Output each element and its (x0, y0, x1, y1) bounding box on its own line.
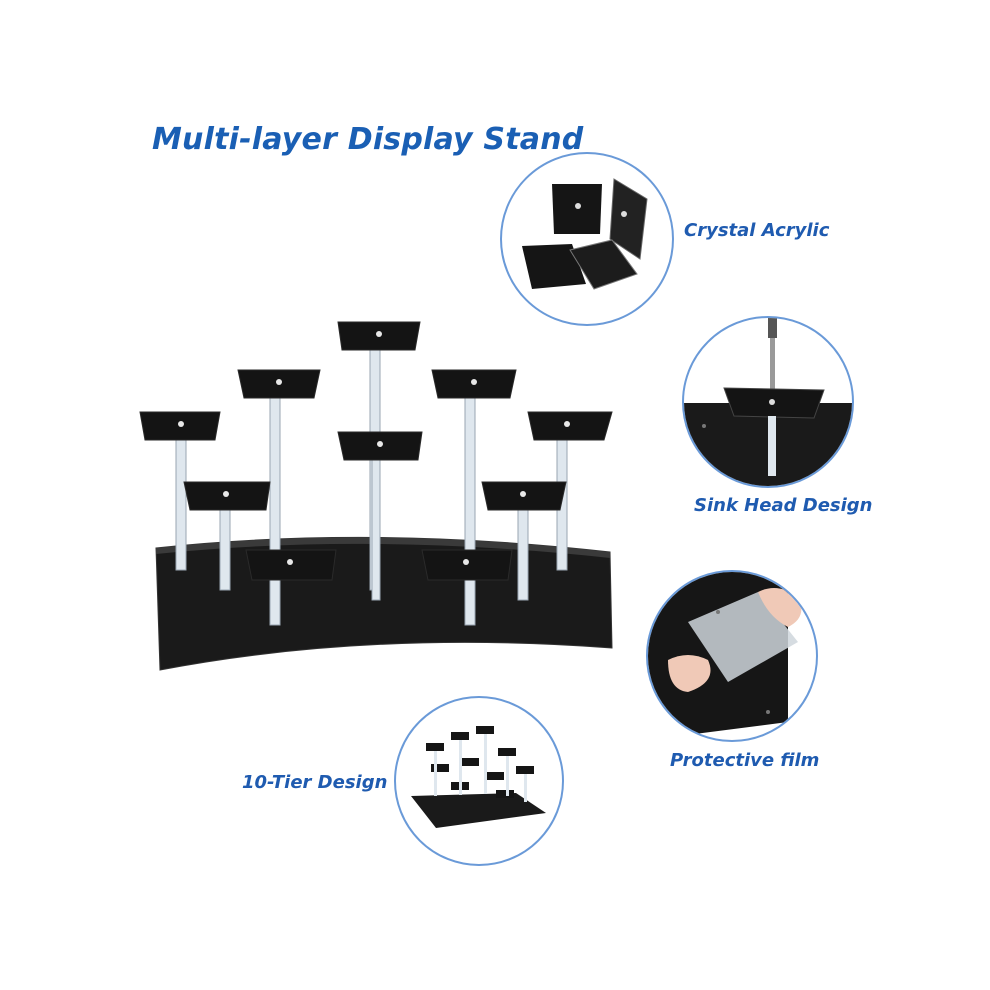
display-stand-illustration (139, 321, 613, 671)
acrylic-pieces-icon (522, 178, 648, 290)
feature-label-crystal-acrylic: Crystal Acrylic (684, 220, 830, 241)
feature-label-ten-tier-design: 10-Tier Design (242, 772, 388, 793)
feature-label-protective-film: Protective film (670, 750, 820, 771)
peeling-film-icon (648, 572, 802, 740)
mini-stand-icon (411, 726, 546, 828)
crystal-acrylic-image (500, 152, 674, 326)
ten-tier-design-image (394, 696, 564, 866)
page-title: Multi-layer Display Stand (152, 122, 584, 157)
sink-head-design-image (682, 316, 854, 488)
feature-label-sink-head-design: Sink Head Design (694, 495, 873, 516)
screwdriver-sink-head-icon (684, 318, 852, 486)
protective-film-image (646, 570, 818, 742)
